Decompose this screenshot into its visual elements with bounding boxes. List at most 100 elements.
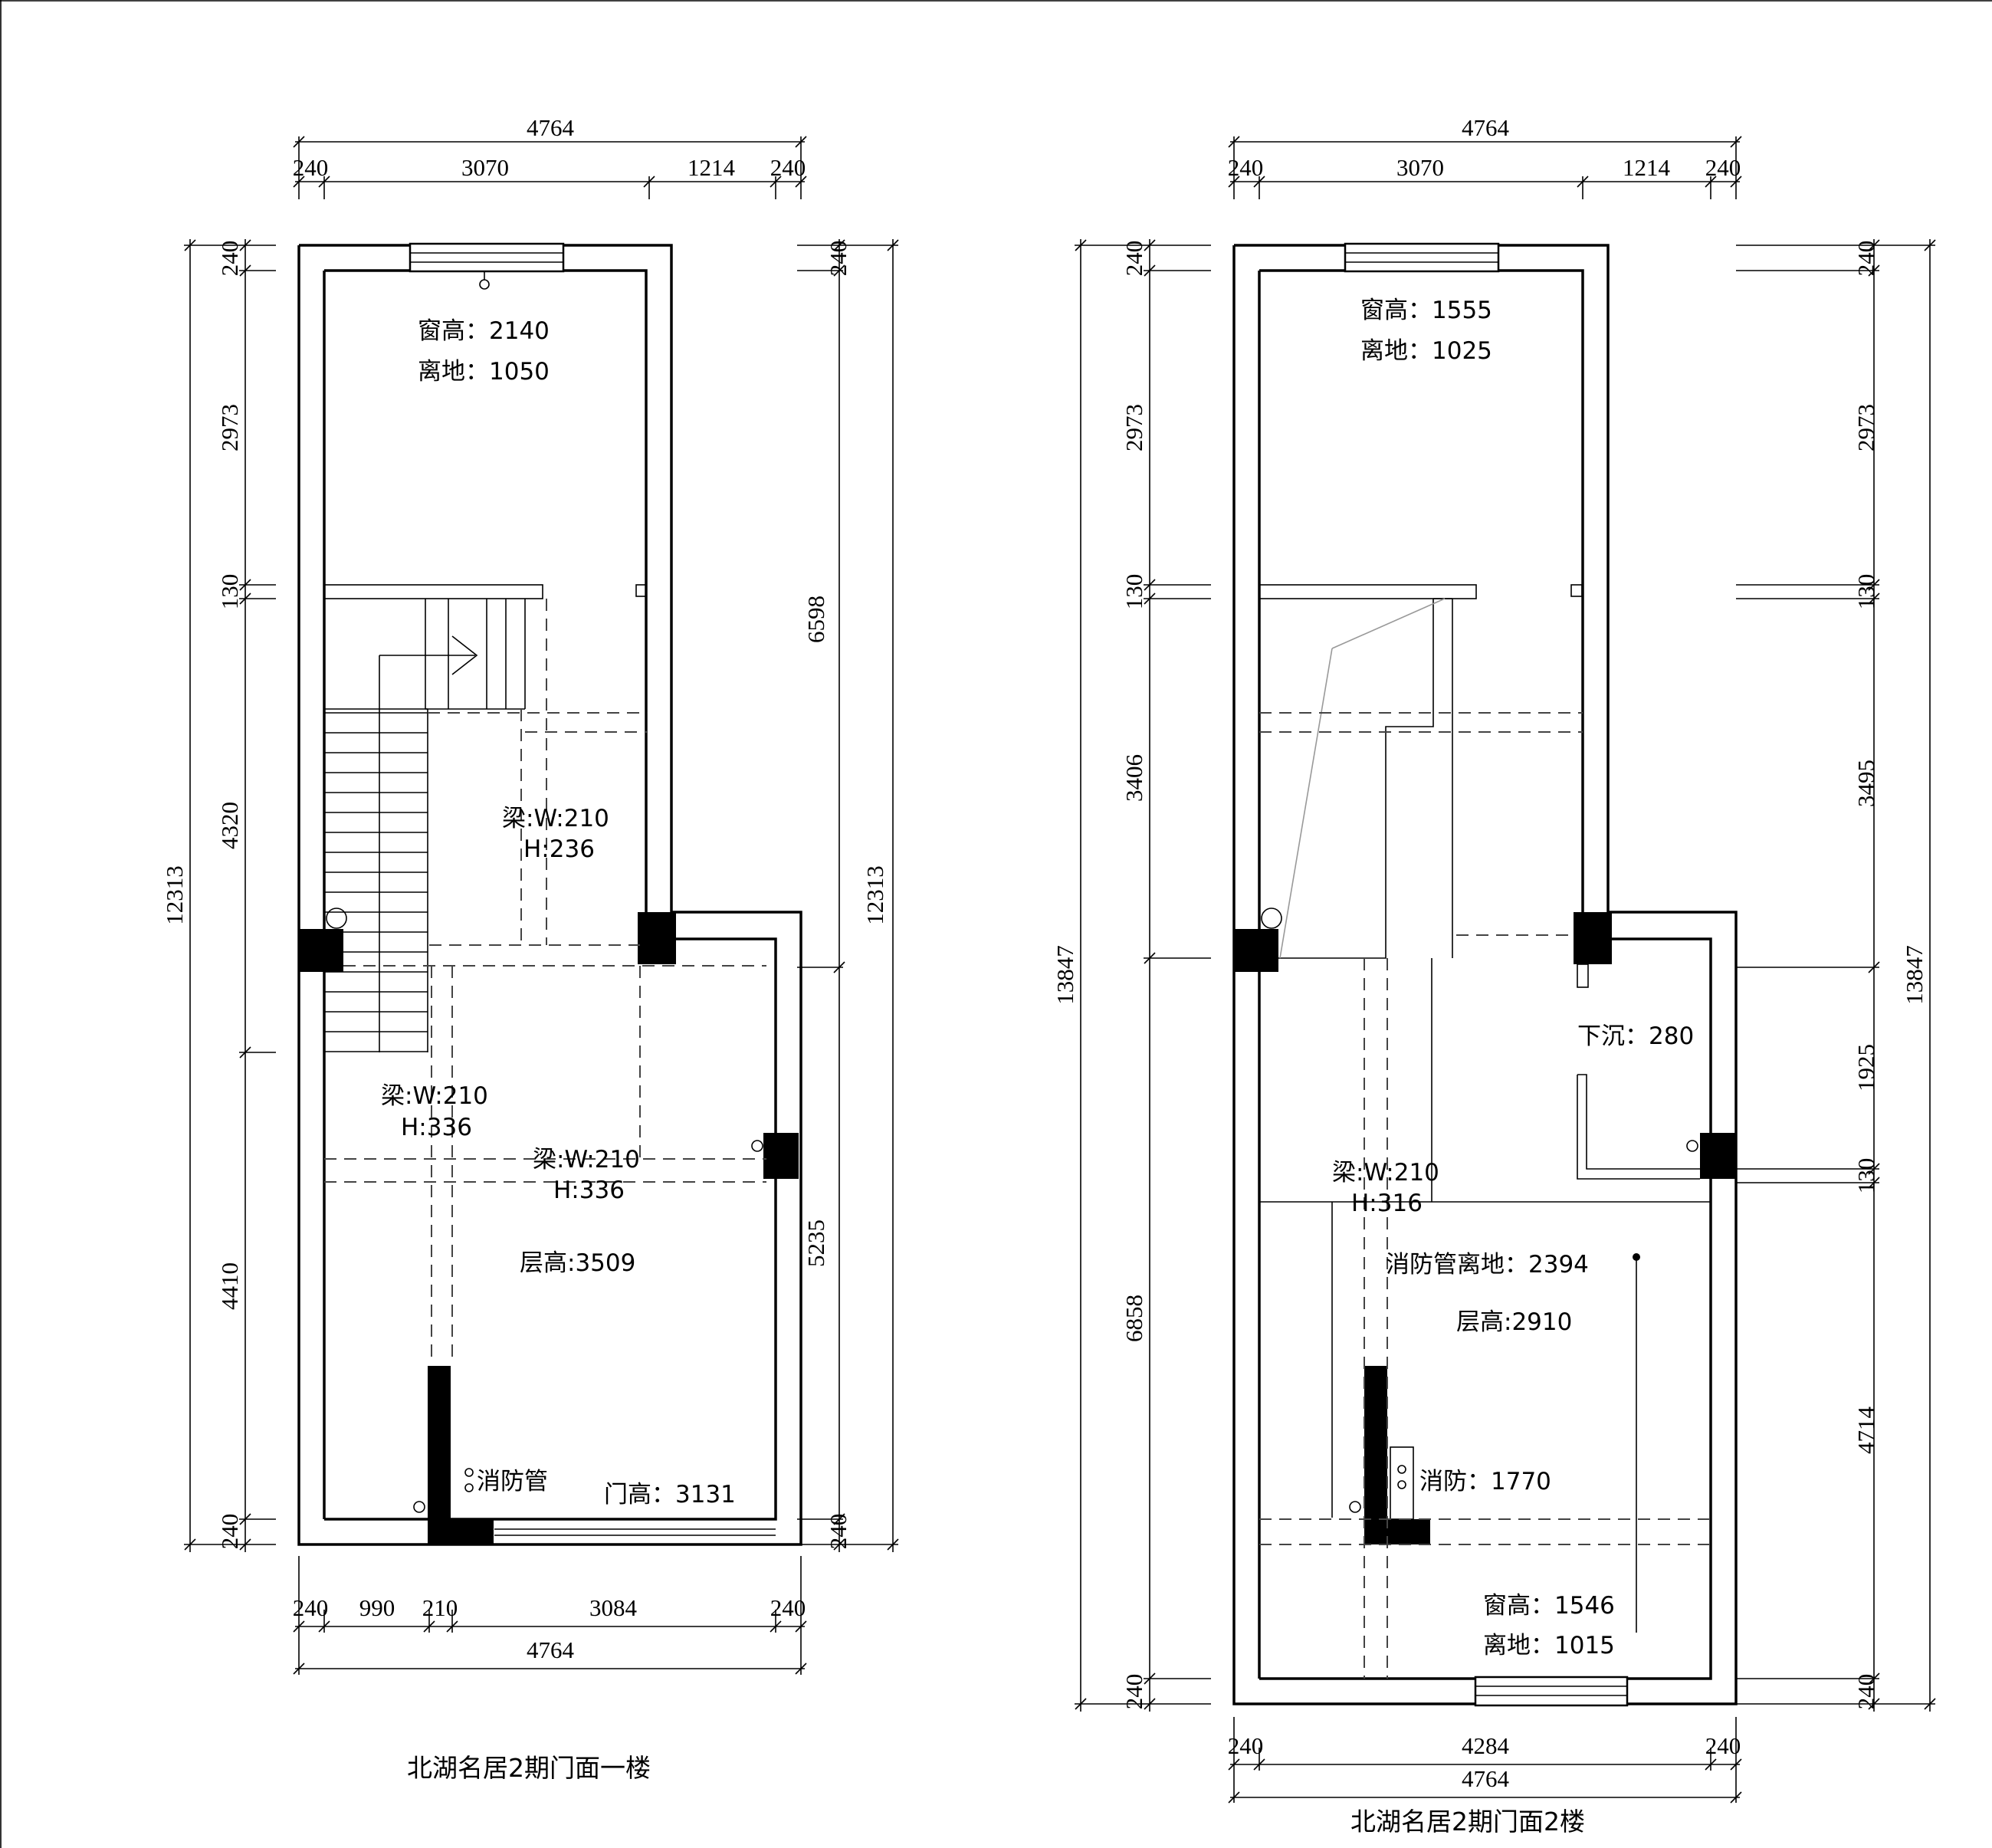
plan1-right-dim-4: 240 [825, 1514, 852, 1550]
plan1-column-right [763, 1133, 799, 1179]
plan2-caption: 北湖名居2期门面2楼 [1350, 1807, 1585, 1837]
plan2-right-dim-2: 2973 [1853, 404, 1879, 451]
plan2-window2-height: 窗高：1546 [1483, 1592, 1615, 1620]
plan1-floor-height: 层高:3509 [520, 1249, 635, 1277]
plan2-window-bottom [1474, 1676, 1629, 1707]
plan2-top-dim-4: 240 [1705, 154, 1741, 181]
plan1-top-dim-4: 240 [770, 154, 806, 181]
plan1-beam2-width: 梁:W:210 [381, 1082, 488, 1110]
plan1-beam2-height: H:336 [401, 1114, 472, 1141]
plan2-left-dim-1: 240 [1121, 241, 1147, 277]
plan1-beams [324, 599, 766, 1364]
plan2-beam-height: H:316 [1351, 1190, 1423, 1217]
plan1-fire-pipe: 消防管 [477, 1468, 548, 1495]
plan2-column-center [1574, 912, 1612, 964]
plan2-bottom-total: 4764 [1462, 1765, 1510, 1792]
plan2-right-dim-3: 130 [1853, 574, 1879, 610]
plan2-left-total: 13847 [1052, 945, 1078, 1005]
plan1-left-dim-6: 240 [216, 1514, 243, 1550]
plan2-window-sill: 离地：1025 [1360, 337, 1492, 365]
plan2-right-dimensions: 240 2973 130 3495 1925 130 4714 240 1384… [1736, 239, 1936, 1712]
plan1-window-top [409, 242, 565, 273]
plan1-column-center [638, 912, 676, 964]
plan2-fire-pipe-height: 消防管离地：2394 [1386, 1251, 1589, 1279]
plan1-bottom-dim-5: 240 [770, 1594, 806, 1621]
plan1-right-dim-2: 6598 [802, 596, 829, 643]
plan-first-floor: 4764 240 3070 1214 240 240 [161, 114, 899, 1783]
plan1-left-dim-3: 130 [216, 574, 243, 610]
plan1-left-dim-5: 4410 [216, 1262, 243, 1310]
plan1-caption: 北湖名居2期门面一楼 [407, 1753, 651, 1783]
plan1-bottom-total: 4764 [527, 1636, 575, 1663]
plan1-wall-stub [428, 1366, 451, 1544]
plan1-bottom-dim-3: 210 [422, 1594, 458, 1621]
plan2-top-dimensions: 4764 240 3070 1214 240 [1228, 114, 1742, 199]
plan1-right-total: 12313 [861, 865, 888, 925]
plan1-top-dim-1: 240 [293, 154, 329, 181]
plan1-left-dim-2: 2973 [216, 404, 243, 451]
plan1-left-dimensions: 240 2973 130 4320 4410 240 12313 [161, 239, 276, 1552]
plan1-wall-stub-base [428, 1519, 494, 1544]
plan2-right-dim-6: 130 [1853, 1158, 1879, 1194]
plan1-top-dimensions: 4764 240 3070 1214 240 [293, 114, 807, 199]
plan2-bottom-dimensions: 240 4284 240 4764 [1228, 1717, 1742, 1804]
plan1-right-dimensions: 240 6598 5235 240 12313 [797, 239, 899, 1552]
plan2-interior [1259, 584, 1711, 1633]
plan1-bottom-dim-1: 240 [293, 1594, 329, 1621]
plan2-floor-height: 层高:2910 [1456, 1308, 1572, 1336]
plan1-left-dim-1: 240 [216, 241, 243, 277]
plan2-left-dim-6: 240 [1121, 1674, 1147, 1710]
plan2-left-dim-3: 130 [1121, 574, 1147, 610]
plan2-right-dim-5: 1925 [1853, 1044, 1879, 1091]
plan2-sunken: 下沉：280 [1577, 1022, 1694, 1050]
plan1-bottom-dim-2: 990 [359, 1594, 395, 1621]
plan-second-floor: 4764 240 3070 1214 240 240 [1052, 114, 1936, 1837]
plan2-wall-stub [1364, 1366, 1387, 1544]
plan2-right-dim-8: 240 [1853, 1674, 1879, 1710]
plan2-left-dimensions: 240 2973 130 3406 6858 240 13847 [1052, 239, 1211, 1712]
plan2-top-dim-3: 1214 [1623, 154, 1671, 181]
plan1-left-dim-4: 4320 [216, 802, 243, 849]
plan2-wall-stub-base [1364, 1519, 1430, 1544]
plan2-right-dim-1: 240 [1853, 241, 1879, 277]
plan1-right-dim-1: 240 [825, 241, 852, 277]
plan2-bottom-dim-1: 240 [1228, 1732, 1264, 1759]
plan1-top-total: 4764 [527, 114, 575, 141]
plan1-staircase [323, 584, 543, 1052]
plan1-right-dim-3: 5235 [802, 1219, 829, 1267]
plan1-beam1-height: H:236 [523, 835, 595, 863]
plan1-window-sill: 离地：1050 [418, 358, 550, 386]
plan1-left-total: 12313 [161, 865, 188, 925]
plan2-left-dim-2: 2973 [1121, 404, 1147, 451]
plan2-column-right [1700, 1133, 1735, 1179]
plan2-beams [1259, 712, 1711, 1679]
plan2-top-dim-1: 240 [1228, 154, 1264, 181]
plan2-beam-width: 梁:W:210 [1332, 1159, 1439, 1187]
plan2-walls [1232, 242, 1738, 1707]
plan1-beam1-width: 梁:W:210 [502, 805, 609, 832]
plan2-left-dim-4: 3406 [1121, 754, 1147, 802]
plan2-left-dim-5: 6858 [1121, 1295, 1147, 1342]
plan1-column-left [299, 929, 343, 972]
plan2-window-height: 窗高：1555 [1360, 297, 1492, 324]
plan2-right-dim-4: 3495 [1853, 760, 1879, 807]
plan2-right-total: 13847 [1901, 945, 1928, 1005]
plan1-bottom-dim-4: 3084 [589, 1594, 638, 1621]
plan2-top-total: 4764 [1462, 114, 1510, 141]
plan2-window2-sill: 离地：1015 [1483, 1632, 1615, 1659]
plan1-top-dim-3: 1214 [688, 154, 736, 181]
plan1-beam3-width: 梁:W:210 [533, 1146, 640, 1173]
plan2-bottom-dim-3: 240 [1705, 1732, 1741, 1759]
plan1-beam3-height: H:336 [553, 1177, 625, 1204]
plan2-column-left [1234, 929, 1278, 972]
plan2-bottom-dim-2: 4284 [1462, 1732, 1510, 1759]
plan2-top-dim-2: 3070 [1396, 154, 1444, 181]
plan2-right-dim-7: 4714 [1853, 1407, 1879, 1455]
plan1-window-height: 窗高：2140 [418, 317, 550, 345]
plan1-bottom-dimensions: 240 990 210 3084 240 4764 [293, 1556, 807, 1675]
plan1-walls [297, 242, 802, 1546]
plan2-window-top [1344, 242, 1500, 273]
plan1-door-height: 门高：3131 [604, 1481, 736, 1508]
plan1-top-dim-2: 3070 [461, 154, 509, 181]
